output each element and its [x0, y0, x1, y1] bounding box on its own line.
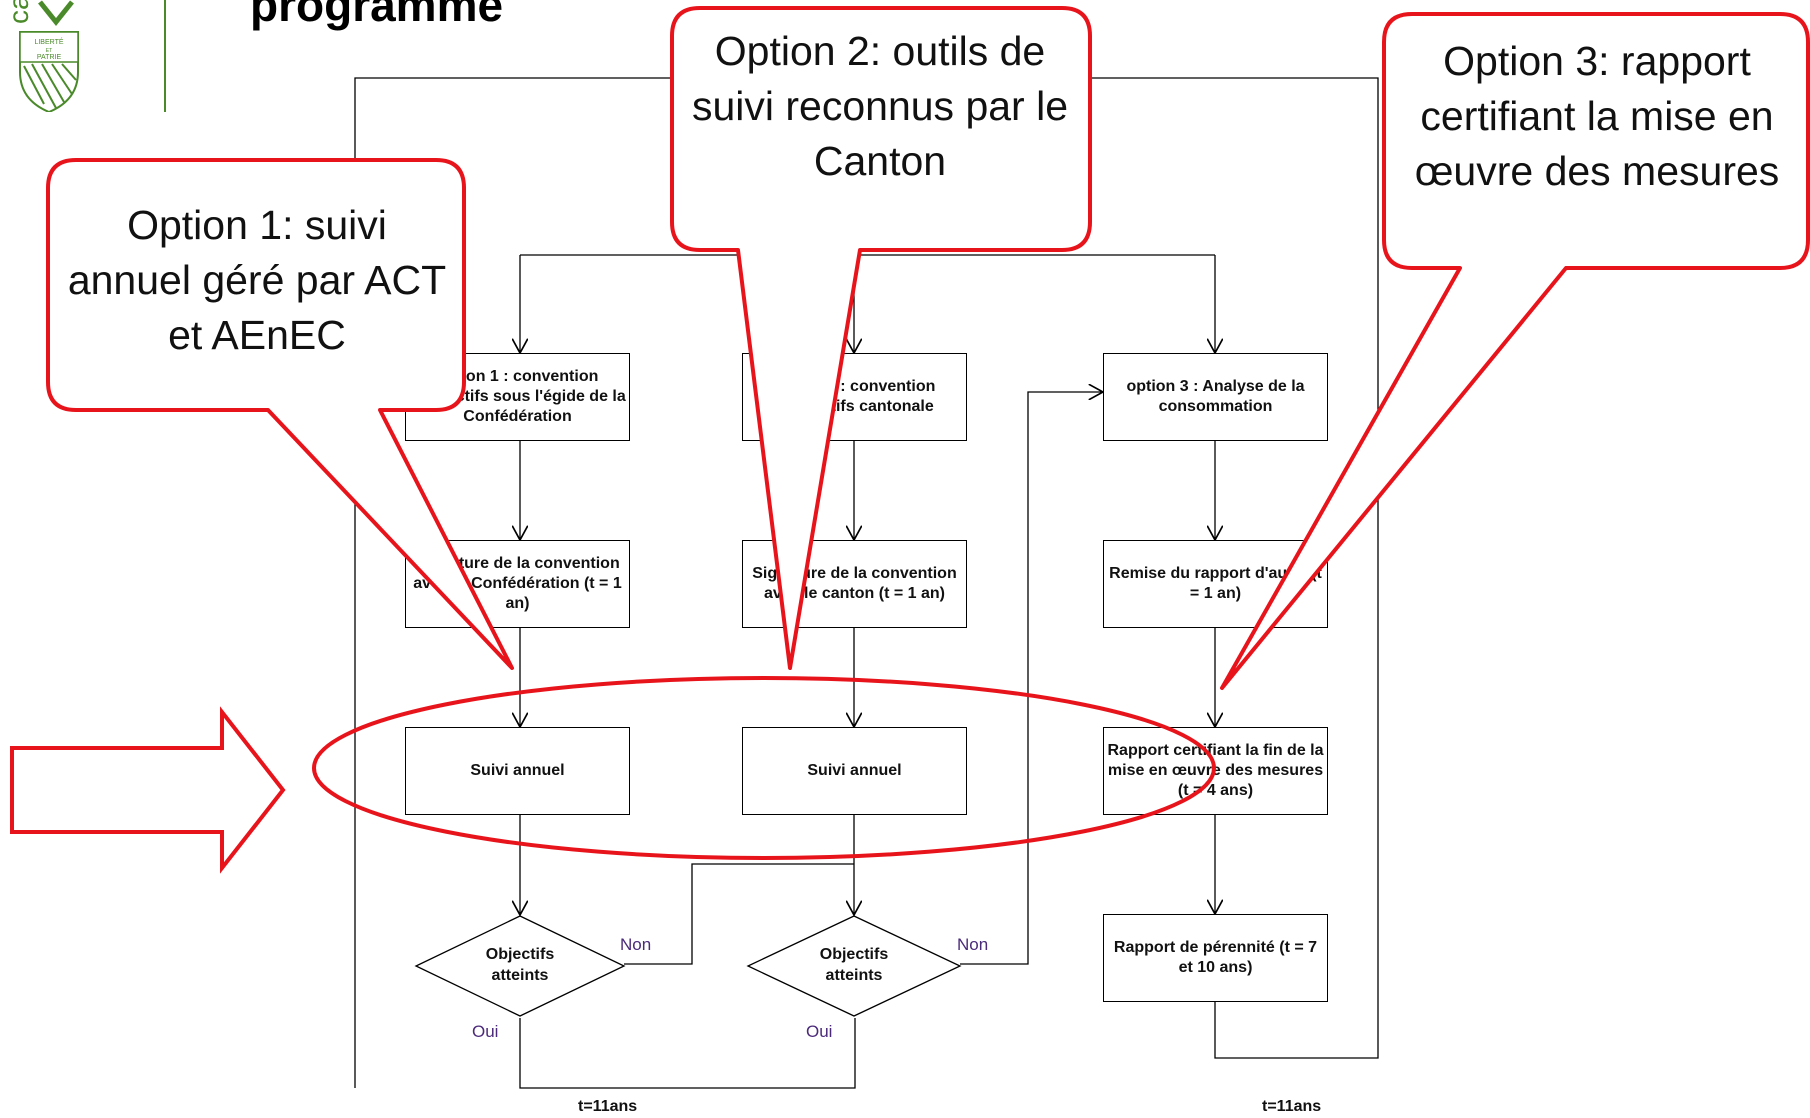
svg-text:LIBERTÉ: LIBERTÉ: [34, 37, 63, 46]
col3-analyse-box: option 3 : Analyse de la consommation: [1103, 353, 1328, 441]
callout-option3-text: Option 3: rapport certifiant la mise en …: [1414, 38, 1780, 194]
vaud-logo: ca LIBERTÉ ET PATRIE: [0, 0, 160, 117]
decision-diamond-col2: [746, 915, 962, 1017]
page-title: programme: [250, 0, 504, 31]
non-label-col1: Non: [620, 935, 652, 954]
callout-option1-bubble: [46, 158, 514, 670]
svg-text:PATRIE: PATRIE: [37, 54, 62, 61]
svg-text:ca: ca: [3, 0, 34, 24]
callout-option1-text: Option 1: suivi annuel géré par ACT et A…: [67, 202, 447, 358]
callout-option2-text: Option 2: outils de suivi reconnus par l…: [691, 28, 1069, 184]
oui-label-col2: Oui: [806, 1022, 833, 1041]
col2-decision-label: Objectifs atteints: [819, 946, 889, 984]
svg-text:ET: ET: [46, 48, 52, 54]
highlight-ellipse: [312, 676, 1216, 860]
decision-diamond-col1: [414, 915, 626, 1017]
oui-label-col1: Oui: [472, 1022, 499, 1041]
logo-divider: [164, 0, 166, 112]
callout-option3-bubble: [1220, 12, 1810, 690]
col3-perennite-box: Rapport de pérennité (t = 7 et 10 ans): [1103, 914, 1328, 1002]
col3-rapport-box: Rapport certifiant la fin de la mise en …: [1103, 727, 1328, 815]
col1-suivi-box: Suivi annuel: [405, 727, 630, 815]
left-arrow-icon: [10, 706, 286, 874]
non-label-col2: Non: [957, 935, 989, 954]
callout-option2-bubble: [670, 6, 1092, 670]
col2-suivi-box: Suivi annuel: [742, 727, 967, 815]
vaud-v-icon: [38, 0, 74, 27]
duration-label-right: t=11ans: [1262, 1098, 1322, 1115]
duration-label-left: t=11ans: [578, 1098, 638, 1115]
col1-decision-label: Objectifs atteints: [485, 946, 555, 984]
